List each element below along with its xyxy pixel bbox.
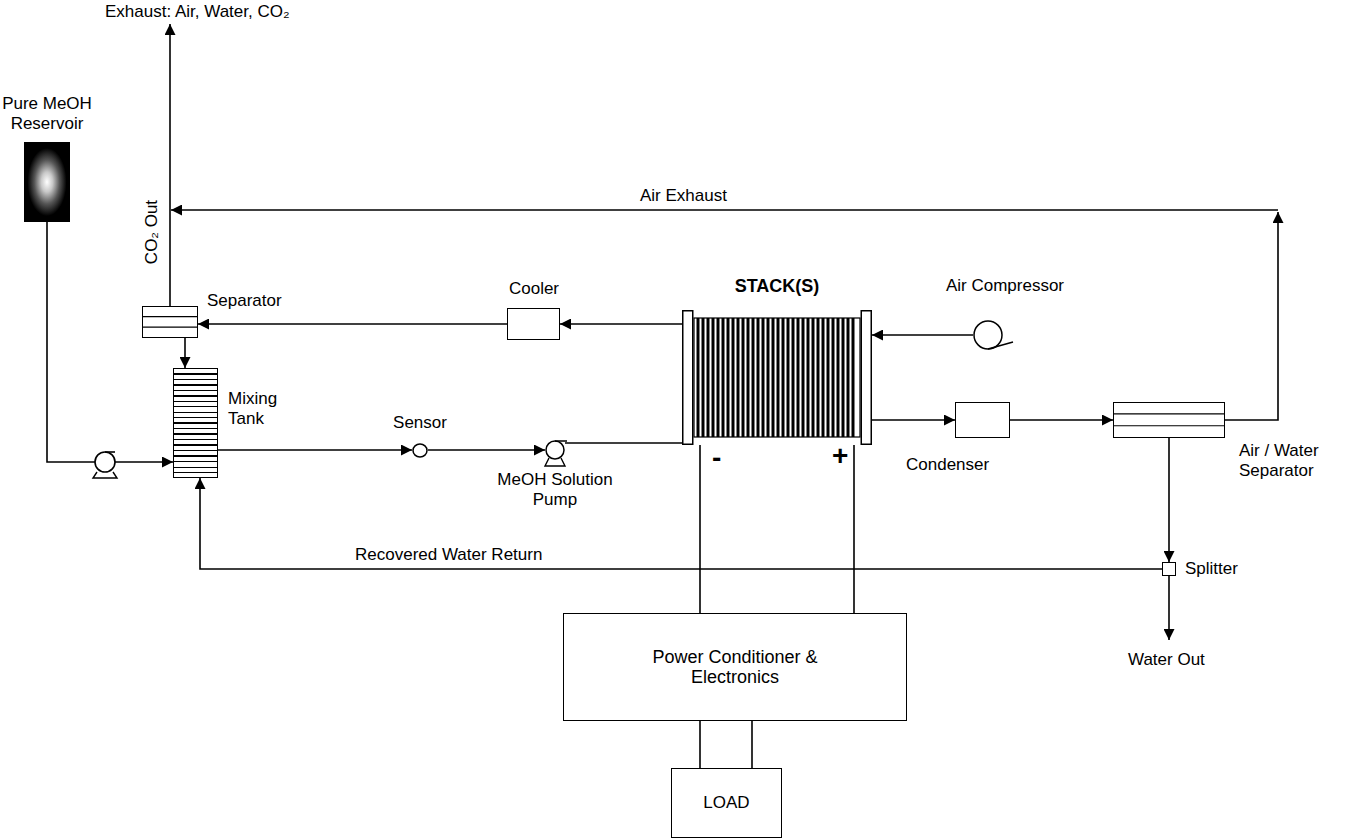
flow-connector [751, 721, 753, 768]
flow-connector [560, 323, 682, 325]
fuel-cell-stack-outline [682, 310, 872, 445]
node-label: Splitter [1185, 559, 1238, 579]
free-label: Exhaust: Air, Water, CO₂ [105, 2, 290, 22]
free-label: Air Exhaust [640, 186, 727, 206]
node-label: - [712, 448, 721, 468]
feed-pump-symbol [93, 452, 117, 478]
air-water-separator-outline [1113, 402, 1225, 438]
mixing-tank: Mixing Tank [173, 368, 218, 478]
node-label: Pure MeOH Reservoir [0, 94, 99, 134]
co2-out-line [169, 24, 171, 306]
flow-connector [699, 721, 701, 768]
air-compressor: Air Compressor [973, 320, 1003, 350]
condenser-box: Condenser [955, 402, 1010, 438]
free-label: CO₂ Out [142, 192, 162, 272]
flow-connector [565, 442, 682, 444]
node-label: Separator [207, 291, 282, 311]
flow-connector [872, 419, 955, 421]
flow-connector [428, 449, 545, 451]
cooler-box: Cooler [507, 308, 560, 340]
air-water-separator: Air / Water Separator [1113, 402, 1225, 438]
free-label: Water Out [1128, 650, 1205, 670]
sensor-symbol: Sensor [412, 443, 428, 458]
methanol-reservoir: Pure MeOH Reservoir [24, 142, 70, 222]
fuel-cell-stack: STACK(S)-+ [682, 310, 872, 445]
load-box: LOAD [671, 768, 782, 838]
node-label: Power Conditioner & Electronics [564, 614, 906, 720]
water-out-line [1168, 576, 1170, 640]
node-label: MeOH Solution Pump [495, 470, 615, 510]
node-label: Air Compressor [930, 276, 1080, 296]
solution-pump-outline [545, 440, 565, 460]
solution-pump: MeOH Solution Pump [545, 440, 565, 460]
flow-connector [1010, 419, 1113, 421]
air-exhaust-line [171, 209, 1278, 211]
flow-connector [1168, 438, 1170, 562]
edge-label: Recovered Water Return [355, 545, 542, 565]
node-label: Air / Water Separator [1239, 441, 1349, 481]
power-conditioner-box: Power Conditioner & Electronics [563, 613, 907, 721]
node-label: LOAD [672, 769, 781, 837]
node-label: Sensor [375, 413, 465, 433]
flow-connector [198, 323, 507, 325]
node-label: Cooler [489, 279, 579, 299]
node-label: Mixing Tank [228, 389, 292, 429]
node-label: STACK(S) [707, 276, 847, 296]
air-exhaust-line [1225, 212, 1278, 420]
separator-box-outline [142, 306, 198, 338]
flow-connector [872, 334, 973, 336]
flow-connector [853, 445, 855, 613]
node-label: + [832, 446, 848, 466]
separator-box: Separator [142, 306, 198, 338]
flow-connector [699, 445, 701, 613]
sensor-symbol-outline [412, 443, 428, 458]
flow-connector [218, 449, 412, 451]
air-compressor-outline [973, 320, 1003, 350]
flow-connector [184, 338, 186, 368]
node-label: Condenser [906, 455, 989, 475]
flow-connector [200, 478, 1162, 569]
splitter-box: Splitter [1162, 562, 1176, 576]
